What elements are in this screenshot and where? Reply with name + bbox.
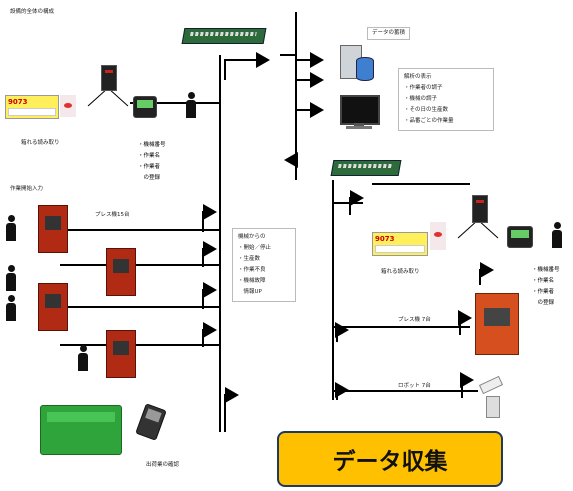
person-icon: [4, 265, 18, 291]
terminal-device-icon: [133, 96, 157, 118]
output-check-label: 出荷業の確認: [146, 462, 180, 468]
terminal-device-icon: [507, 226, 533, 248]
registration-item: の登録: [532, 300, 555, 306]
controller-box-icon: [472, 195, 488, 223]
analysis-item: ・品番ごとの作業量: [404, 118, 454, 124]
work-start-input-label: 作業開始入力: [10, 186, 44, 192]
person-icon: [184, 92, 198, 118]
machine-info-box: 機械からの ・開始／停止 ・生産数 ・作業不良 ・機械故障 情報UP: [232, 228, 296, 302]
machine-info-item: ・生産数: [238, 256, 261, 262]
registration-item: ・作業者: [138, 164, 161, 170]
laser-scanner-icon: [60, 95, 76, 117]
registration-item: ・作業者: [532, 289, 555, 295]
analysis-item: ・その日の生産数: [404, 107, 449, 113]
machine-info-item: ・作業不良: [238, 267, 266, 273]
label-scanner-screen: 9073: [5, 95, 59, 119]
registration-item: の登録: [138, 175, 161, 181]
screen-value: 9073: [8, 98, 28, 106]
registration-list-left: ・機械番号 ・作業名 ・作業者 の登録: [138, 140, 166, 184]
monitor-icon: [340, 95, 380, 131]
analysis-title: 解析の表示: [404, 74, 432, 80]
press-machine-icon: [475, 293, 519, 355]
diagram-title: 設備的全体の構成: [10, 9, 55, 15]
analysis-item: ・作業者の調子: [404, 85, 443, 91]
data-storage-label: データの蓄積: [367, 27, 411, 40]
parts-crate-icon: [40, 405, 122, 455]
analysis-display-box: 解析の表示 ・作業者の調子 ・機械の調子 ・その日の生産数 ・品番ごとの作業量: [398, 68, 494, 131]
press-machine-icon: [38, 205, 68, 253]
label-reading-left: 箱れる読み取り: [21, 140, 60, 146]
registration-item: ・作業名: [532, 278, 555, 284]
network-switch-top: [181, 28, 267, 44]
press-machine-icon: [38, 283, 68, 331]
data-collection-banner: データ収集: [277, 431, 503, 487]
machine-info-item: ・機械故障: [238, 278, 266, 284]
press-left-label: プレス機15台: [95, 212, 130, 218]
screen-value: 9073: [375, 235, 395, 243]
registration-item: ・機械番号: [138, 142, 166, 148]
label-scanner-screen: 9073: [372, 232, 428, 256]
label-reading-right: 箱れる読み取り: [381, 269, 420, 275]
robot-label: ロボット 7台: [398, 383, 431, 389]
person-icon: [550, 222, 564, 248]
person-icon: [76, 345, 90, 371]
registration-item: ・作業名: [138, 153, 161, 159]
person-icon: [4, 215, 18, 241]
controller-box-icon: [101, 65, 117, 91]
press-machine-icon: [106, 330, 136, 378]
machine-info-title: 機械からの: [238, 234, 266, 240]
server-icon: [340, 45, 374, 81]
machine-info-item: 情報UP: [238, 289, 262, 295]
network-switch-bottom: [330, 160, 402, 176]
press-right-label: プレス機 7台: [398, 317, 431, 323]
machine-info-item: ・開始／停止: [238, 245, 272, 251]
registration-list-right: ・機械番号 ・作業名 ・作業者 の登録: [532, 265, 560, 309]
robot-arm-icon: [478, 375, 504, 418]
press-machine-icon: [106, 248, 136, 296]
analysis-item: ・機械の調子: [404, 96, 438, 102]
laser-scanner-icon: [430, 222, 446, 250]
registration-item: ・機械番号: [532, 267, 560, 273]
person-icon: [4, 295, 18, 321]
